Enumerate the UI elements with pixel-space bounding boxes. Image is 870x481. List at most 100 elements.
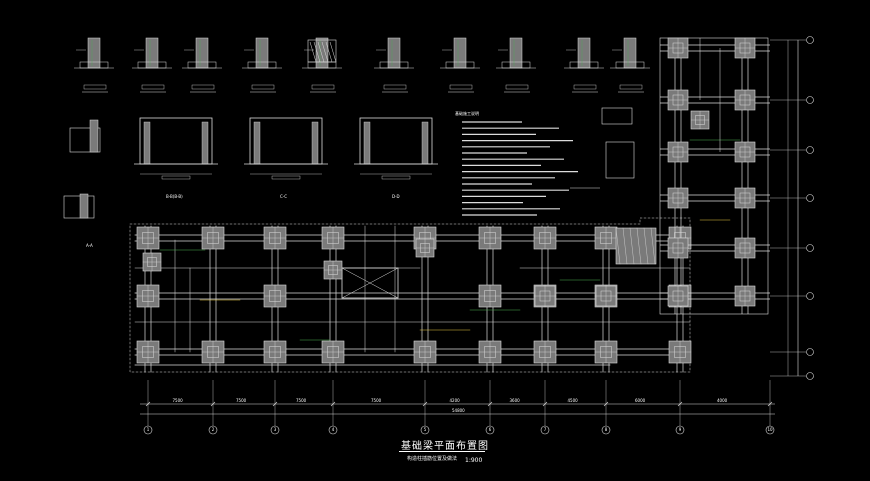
detail-left-lower-column bbox=[79, 193, 89, 219]
right-axis bbox=[770, 36, 814, 380]
pad-footing bbox=[533, 226, 557, 250]
dimension-total: 54800 bbox=[452, 408, 465, 413]
pad-footing bbox=[667, 89, 689, 111]
pad-footing bbox=[478, 340, 502, 364]
section-detail bbox=[564, 37, 604, 93]
stair-diagonal bbox=[341, 267, 399, 299]
grid-bubble bbox=[485, 425, 495, 435]
detail-caption-box bbox=[191, 84, 215, 90]
elevation-frame bbox=[139, 117, 213, 165]
pad-footing bbox=[734, 141, 756, 163]
grid-bubble-label: 7 bbox=[543, 427, 547, 432]
section-detail bbox=[74, 37, 114, 93]
pad-footing bbox=[263, 226, 287, 250]
section-detail bbox=[374, 37, 414, 93]
pad-footing bbox=[533, 340, 557, 364]
pad-footing bbox=[263, 284, 287, 308]
dimension-value: 7500 bbox=[371, 398, 382, 403]
detail-column bbox=[577, 37, 591, 69]
pad-footing bbox=[667, 237, 689, 259]
section-detail bbox=[242, 37, 282, 93]
plan-outline bbox=[129, 217, 691, 373]
grid-bubble bbox=[675, 425, 685, 435]
section-label-dd: D-D bbox=[392, 194, 400, 199]
dim-tick bbox=[422, 401, 428, 407]
section-elevation bbox=[244, 117, 328, 180]
elevation-column-left bbox=[143, 121, 151, 165]
section-elevation bbox=[134, 117, 218, 180]
pad-footing bbox=[415, 238, 435, 258]
scale-note: 1:900 bbox=[465, 457, 483, 464]
dimension-value: 4000 bbox=[717, 398, 728, 403]
axis-bubble bbox=[806, 348, 814, 356]
grid-bubble-label: 4 bbox=[331, 427, 335, 432]
hatch-line bbox=[321, 41, 329, 63]
pit-hatch bbox=[622, 227, 628, 265]
axis-bubble bbox=[806, 372, 814, 380]
grid-bubble-label: 6 bbox=[488, 427, 492, 432]
pad-footing bbox=[667, 141, 689, 163]
dimension-value: 7500 bbox=[236, 398, 247, 403]
grid-bubble-label: 8 bbox=[604, 427, 608, 432]
detail-caption-box bbox=[383, 84, 407, 90]
section-detail bbox=[496, 37, 536, 93]
pad-footing bbox=[734, 37, 756, 59]
detail-column bbox=[195, 37, 209, 69]
section-label-cc: C-C bbox=[280, 194, 288, 199]
pad-footing bbox=[668, 340, 692, 364]
pad-footing bbox=[734, 89, 756, 111]
grid-bubble bbox=[328, 425, 338, 435]
section-detail bbox=[610, 37, 650, 93]
section-elevation bbox=[354, 117, 438, 180]
pad-footing bbox=[136, 340, 160, 364]
dim-tick bbox=[677, 401, 683, 407]
detail-caption-box bbox=[311, 84, 335, 90]
pad-footing bbox=[478, 284, 502, 308]
pad-footing bbox=[734, 237, 756, 259]
dimension-value: 4200 bbox=[449, 398, 460, 403]
dim-tick bbox=[145, 401, 151, 407]
pad-footing bbox=[734, 285, 756, 307]
detail-column bbox=[509, 37, 523, 69]
hatched-block bbox=[307, 39, 337, 63]
pad-footing bbox=[734, 187, 756, 209]
section-detail bbox=[440, 37, 480, 93]
section-label-bb: B-B(B-B) bbox=[166, 194, 183, 199]
pit-hatch bbox=[636, 227, 642, 265]
hatch-line bbox=[313, 41, 321, 63]
note-detail-box bbox=[601, 107, 633, 125]
detail-column bbox=[145, 37, 159, 69]
detail-column bbox=[255, 37, 269, 69]
dimension-value: 7500 bbox=[172, 398, 183, 403]
detail-left-column bbox=[89, 119, 99, 153]
grid-bubble bbox=[420, 425, 430, 435]
pad-footing bbox=[594, 226, 618, 250]
detail-caption-box bbox=[83, 84, 107, 90]
grid-bubble bbox=[143, 425, 153, 435]
detail-caption-box bbox=[619, 84, 643, 90]
plan-body bbox=[129, 139, 741, 373]
pad-footing bbox=[667, 285, 689, 307]
drawing-subtitle: 构造柱插筋位置及做法 bbox=[407, 456, 458, 462]
elevation-tag bbox=[271, 175, 301, 180]
hatch-line bbox=[309, 41, 317, 63]
grid-bubble-label: 2 bbox=[211, 427, 215, 432]
pad-footing bbox=[321, 340, 345, 364]
dim-tick bbox=[487, 401, 493, 407]
section-label-aa: A-A bbox=[86, 243, 93, 248]
title-underline bbox=[399, 451, 485, 452]
dim-tick bbox=[603, 401, 609, 407]
dim-tick bbox=[210, 401, 216, 407]
grid-bubble bbox=[540, 425, 550, 435]
pit-hatch bbox=[643, 227, 649, 265]
pit-hatch bbox=[629, 227, 635, 265]
pad-footing bbox=[321, 226, 345, 250]
dimension-value: 6000 bbox=[635, 398, 646, 403]
grid-bubble bbox=[601, 425, 611, 435]
grid-bubble-label: 5 bbox=[423, 427, 427, 432]
pad-footing bbox=[690, 110, 710, 130]
elevation-frame bbox=[359, 117, 433, 165]
axis-bubble bbox=[806, 146, 814, 154]
note-detail-box-2 bbox=[605, 141, 635, 179]
